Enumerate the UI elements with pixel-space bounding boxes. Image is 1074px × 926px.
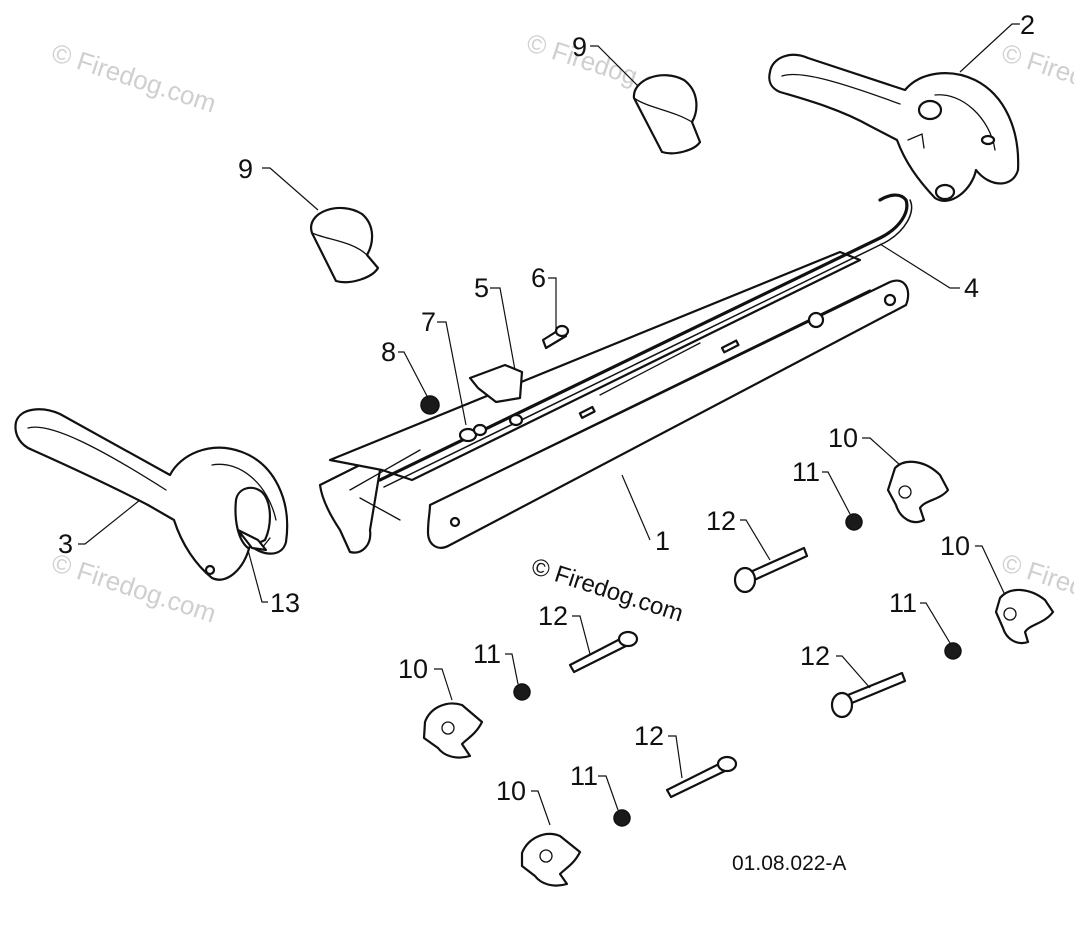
knob-right [632, 74, 702, 155]
callout-13: 13 [270, 588, 300, 618]
star-knob-a [886, 460, 950, 524]
callout-6: 6 [531, 263, 546, 293]
nut-11a [845, 513, 863, 531]
callout-1: 1 [655, 526, 670, 556]
handle-left [14, 408, 289, 581]
bolt-12c [830, 671, 907, 719]
handle-right [768, 53, 1020, 202]
bracket-small [468, 363, 524, 404]
callout-12-a: 12 [706, 506, 736, 536]
callout-11-b: 11 [889, 588, 917, 618]
nut-11b [944, 642, 962, 660]
bracket-rail [318, 250, 910, 554]
callout-2: 2 [1020, 10, 1035, 40]
callout-11-a: 11 [792, 457, 820, 487]
star-knob-b [994, 588, 1055, 645]
star-knob-c [422, 702, 484, 759]
callout-9-left: 9 [238, 154, 253, 184]
callout-12-c: 12 [800, 641, 830, 671]
rod [378, 193, 913, 488]
callout-10-b: 10 [940, 531, 970, 561]
callout-5: 5 [474, 273, 489, 303]
callout-11-c: 11 [473, 639, 501, 669]
bolt-12d [665, 755, 738, 799]
callout-12-d: 12 [634, 721, 664, 751]
callout-12-b: 12 [538, 601, 568, 631]
drawing-number: 01.08.022-A [732, 852, 846, 875]
callout-9-right: 9 [572, 32, 587, 62]
watermark-top-right: © Firedog.com [998, 37, 1074, 118]
watermark-top-left: © Firedog.com [48, 37, 220, 118]
spring [458, 413, 524, 443]
callout-11-d: 11 [570, 761, 598, 791]
callout-7: 7 [421, 307, 436, 337]
knob-left [310, 206, 380, 284]
nut-11d [613, 809, 631, 827]
nut-8 [420, 395, 440, 415]
callout-labels: 1 2 3 4 5 6 7 8 9 9 10 10 10 10 11 11 11… [58, 10, 1035, 806]
clip-13 [236, 528, 268, 552]
bolt-12b [568, 630, 639, 674]
callout-3: 3 [58, 529, 73, 559]
nut-11c [513, 683, 531, 701]
bolt-small [541, 324, 570, 350]
callout-8: 8 [381, 337, 396, 367]
star-knob-d [520, 832, 582, 887]
callout-10-c: 10 [398, 654, 428, 684]
callout-4: 4 [964, 273, 979, 303]
callout-10-d: 10 [496, 776, 526, 806]
callout-10-a: 10 [828, 423, 858, 453]
leader-lines [78, 23, 1020, 826]
bolt-12a [733, 546, 809, 594]
